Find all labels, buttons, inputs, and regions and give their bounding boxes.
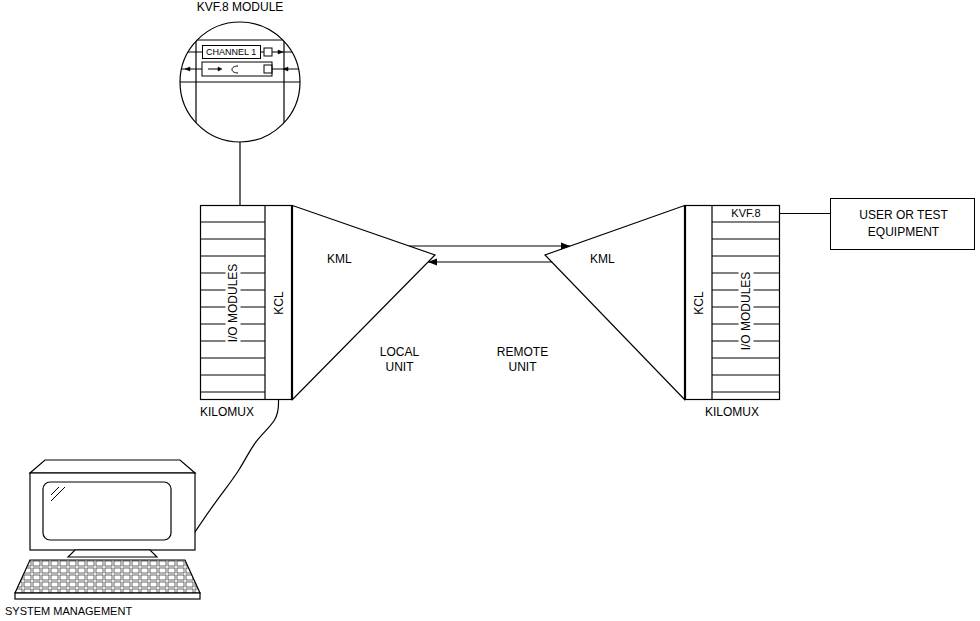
drawn-line: [180, 69, 202, 70]
drawn-line: [200, 256, 265, 257]
io-modules-column: I/O MODULES: [712, 222, 780, 400]
link-line: [780, 213, 830, 214]
magnifier-outline: [180, 22, 300, 142]
drawn-line: [712, 392, 780, 393]
card-label: KCL: [271, 289, 286, 316]
drawn-line: [712, 239, 780, 240]
drawn-line: [712, 375, 780, 376]
unit-name: KILOMUX: [705, 405, 759, 420]
channel-label: CHANNEL 1: [206, 46, 256, 59]
kml-triangle: KML LOCAL UNIT: [292, 205, 435, 400]
kcl-card: KCL: [265, 205, 292, 400]
unit-label: LOCAL UNIT: [372, 345, 427, 375]
module-detail: [180, 20, 300, 145]
drawn-line: [200, 222, 265, 223]
unit-name: KILOMUX: [200, 405, 254, 420]
drawn-line: [180, 52, 202, 53]
drawn-outline: [30, 460, 195, 473]
management-cable: [193, 400, 279, 535]
drawn-outline: [218, 67, 222, 71]
kml-triangle: KML REMOTE UNIT: [490, 205, 685, 400]
module-title: KVF.8 MODULE: [180, 0, 300, 15]
drawn-line: [51, 487, 65, 501]
kcl-card: KCL: [685, 205, 712, 400]
card-label: KCL: [691, 289, 706, 316]
magnifier-circle-outline: [180, 0, 300, 142]
io-label: I/O MODULES: [739, 270, 754, 353]
drawn-outline: [278, 50, 283, 54]
io-modules-column: I/O MODULES: [200, 205, 265, 400]
drawn-line: [272, 52, 300, 53]
kilomux-rack: KILOMUX I/O MODULES KCL: [200, 205, 292, 423]
module-slot: KVF.8: [712, 205, 780, 222]
drawn-line: [712, 221, 780, 222]
drawn-outline: [15, 560, 200, 593]
unit-label: KML: [327, 252, 352, 267]
management-terminal-outline: [5, 455, 205, 621]
drawn-line: [200, 392, 265, 393]
management-terminal: SYSTEM MANAGEMENT: [5, 455, 205, 621]
drawn-line: [200, 375, 265, 376]
link-line: [428, 261, 552, 262]
kml-triangle-outline: [292, 205, 435, 400]
link-line: [239, 142, 240, 205]
drawn-line: [200, 358, 265, 359]
equipment-box: USER OR TEST EQUIPMENT: [830, 198, 975, 250]
drawn-outline: [68, 550, 157, 557]
slot-label: KVF.8: [712, 206, 780, 221]
magnifier-circle: KVF.8 MODULE CHANNEL 1: [180, 0, 300, 142]
link-line: [409, 245, 570, 246]
drawn-line: [712, 256, 780, 257]
kilomux-rack: KILOMUX KCL I/O MODULES KVF.8: [685, 205, 780, 423]
drawn-line: [711, 205, 712, 400]
drawn-outline: [545, 206, 685, 400]
drawn-line: [712, 358, 780, 359]
drawn-outline: [283, 67, 288, 71]
drawn-line: [264, 205, 265, 400]
channel-box: CHANNEL 1: [202, 45, 261, 59]
drawn-line: [180, 82, 300, 83]
drawn-outline: [185, 67, 190, 71]
unit-label: KML: [590, 252, 615, 267]
drawn-line: [200, 239, 265, 240]
drawn-outline: [293, 206, 436, 400]
io-label: I/O MODULES: [225, 261, 240, 344]
equipment-label: USER OR TEST EQUIPMENT: [831, 207, 976, 241]
unit-label: REMOTE UNIT: [490, 345, 555, 375]
terminal-label: SYSTEM MANAGEMENT: [5, 605, 132, 619]
